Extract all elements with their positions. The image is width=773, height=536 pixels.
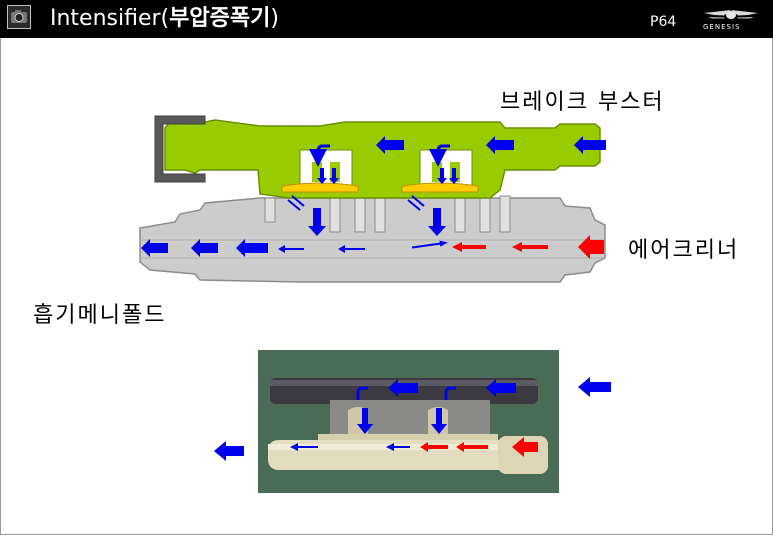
genesis-wing-icon — [704, 10, 758, 19]
label-air-cleaner: 에어크리너 — [628, 238, 740, 263]
vacuum-arrows — [141, 136, 606, 257]
valve-right — [401, 182, 479, 193]
title-main: Intensifier( — [50, 6, 170, 31]
label-brake-booster: 브레이크 부스터 — [500, 90, 665, 115]
page-title: Intensifier(부압증폭기) — [50, 5, 279, 33]
title-korean: 부압증폭기 — [169, 6, 271, 31]
label-intake-manifold: 흡기메니폴드 — [33, 303, 167, 328]
title-close: ) — [270, 6, 279, 31]
intensifier-diagram — [139, 115, 611, 461]
page-number: P64 — [650, 14, 677, 30]
photo-arrows-outside — [214, 377, 611, 461]
header-bar: Intensifier(부압증폭기) P64 GENESIS — [0, 0, 773, 38]
booster-body — [164, 119, 601, 199]
intensifier-photo — [258, 350, 559, 493]
air-arrows — [452, 235, 604, 259]
vacuum-diag-left — [287, 195, 305, 211]
vacuum-turn-arrow-left — [309, 144, 330, 167]
booster-flange — [154, 115, 206, 183]
valve-left — [281, 182, 359, 193]
vacuum-diag-right — [407, 195, 425, 211]
lower-housing — [139, 195, 606, 283]
camera-icon — [7, 5, 31, 29]
brand-name: GENESIS — [703, 23, 741, 31]
vacuum-turn-arrow-right — [429, 144, 450, 167]
